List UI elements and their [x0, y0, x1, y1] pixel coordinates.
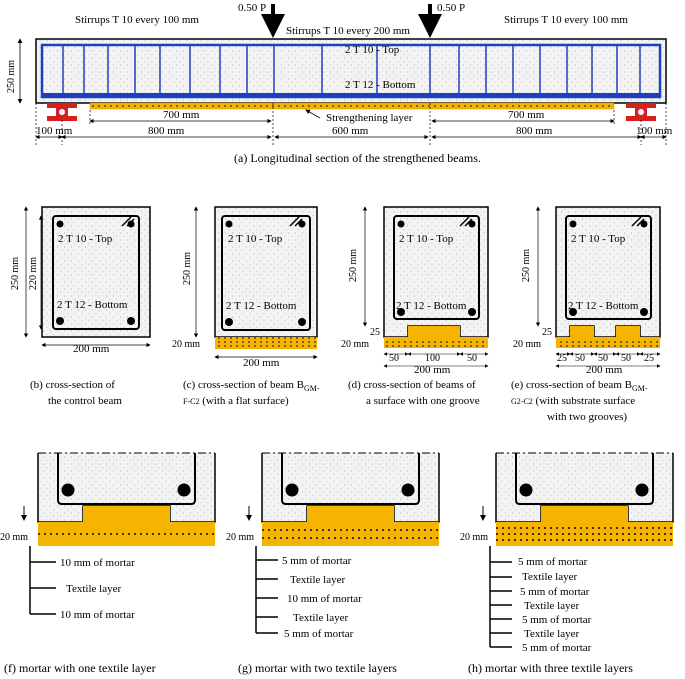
d-g25: 25: [370, 327, 380, 338]
longitudinal-section: 0.50 P 0.50 P Stirrups T 10 every 100 mm…: [6, 2, 673, 165]
h-layer-3: 5 mm of mortar: [520, 586, 590, 598]
d-g100: 100: [425, 353, 440, 364]
d-h20: 20 mm: [341, 339, 369, 350]
section-e: 2 T 10 - Top 2 T 12 - Bottom 250 mm 25 2…: [511, 206, 661, 423]
g-layer-1: 5 mm of mortar: [282, 555, 352, 567]
support-left: [47, 103, 77, 121]
e-g50-c: 50: [621, 353, 631, 364]
section-b: 2 T 10 - Top 2 T 12 - Bottom 250 mm 220 …: [10, 206, 151, 407]
f-layer-2: Textile layer: [66, 583, 121, 595]
height-label: 250 mm: [6, 60, 17, 93]
h-layer-5: 5 mm of mortar: [522, 614, 592, 626]
g-h20: 20 mm: [226, 532, 254, 543]
top-bar-label: 2 T 10 - Top: [345, 44, 400, 56]
d-w200: 200 mm: [414, 364, 451, 376]
caption-b-1: (b) cross-section of: [30, 379, 115, 391]
c-h250: 250 mm: [182, 252, 193, 285]
caption-c-1: (c) cross-section of beam BGM-: [183, 379, 320, 393]
c-h20: 20 mm: [172, 339, 200, 350]
h-layer-4: Textile layer: [524, 600, 579, 612]
dim-100-left: 100 mm: [36, 125, 73, 137]
caption-f: (f) mortar with one textile layer: [4, 661, 156, 675]
d-g50-right: 50: [467, 353, 477, 364]
b-w200: 200 mm: [73, 343, 110, 355]
g-layer-3: 10 mm of mortar: [287, 593, 362, 605]
e-g50-a: 50: [575, 353, 585, 364]
bottom-bar-label: 2 T 12 - Bottom: [345, 79, 416, 91]
bottom-bar-e: 2 T 12 - Bottom: [568, 300, 639, 312]
e-w200: 200 mm: [586, 364, 623, 376]
section-c: 2 T 10 - Top 2 T 12 - Bottom 250 mm 20 m…: [172, 206, 320, 407]
h-h20: 20 mm: [460, 532, 488, 543]
detail-h: 20 mm 5 mm of mortar Textile layer 5 mm …: [460, 452, 674, 675]
d-g50-left: 50: [389, 353, 399, 364]
detail-f: 20 mm 10 mm of mortar Textile layer 10 m…: [0, 452, 216, 675]
g-layer-2: Textile layer: [290, 574, 345, 586]
h-layer-6: Textile layer: [524, 628, 579, 640]
caption-e-2: G2-C2 (with substrate surface: [511, 395, 635, 407]
caption-b-2: the control beam: [48, 395, 122, 407]
e-g25-b: 25: [644, 353, 654, 364]
support-right: [626, 103, 656, 121]
g-layer-4: Textile layer: [293, 612, 348, 624]
dim-800-right: 800 mm: [516, 125, 553, 137]
strengthening-layer: [89, 102, 615, 110]
beam-outline: [35, 38, 667, 104]
f-h20: 20 mm: [0, 532, 28, 543]
bottom-bar-d: 2 T 12 - Bottom: [396, 300, 467, 312]
caption-g: (g) mortar with two textile layers: [238, 661, 397, 675]
h-layer-2: Textile layer: [522, 571, 577, 583]
load-right-label: 0.50 P: [437, 2, 465, 14]
caption-c-2: F-C2 (with a flat surface): [183, 395, 289, 407]
e-g25-a: 25: [557, 353, 567, 364]
b-h220: 220 mm: [28, 257, 39, 290]
stirrups: [62, 45, 641, 97]
top-bar-b: 2 T 10 - Top: [58, 233, 113, 245]
stirrups-left-label: Stirrups T 10 every 100 mm: [75, 14, 199, 26]
stirrups-right-label: Stirrups T 10 every 100 mm: [504, 14, 628, 26]
top-bar-e: 2 T 10 - Top: [571, 233, 626, 245]
e-g50-b: 50: [598, 353, 608, 364]
caption-e-3: with two grooves): [547, 411, 627, 423]
top-bar-c: 2 T 10 - Top: [228, 233, 283, 245]
dim-100-right: 100 mm: [636, 125, 673, 137]
c-w200: 200 mm: [243, 357, 280, 369]
load-left-label: 0.50 P: [238, 2, 266, 14]
f-layer-3: 10 mm of mortar: [60, 609, 135, 621]
caption-e-1: (e) cross-section of beam BGM-: [511, 379, 648, 393]
caption-a: (a) Longitudinal section of the strength…: [234, 151, 481, 165]
e-g25: 25: [542, 327, 552, 338]
bottom-bar-c: 2 T 12 - Bottom: [226, 300, 297, 312]
strengthening-label: Strengthening layer: [326, 112, 413, 124]
g-layer-5: 5 mm of mortar: [284, 628, 354, 640]
d-h250: 250 mm: [348, 249, 359, 282]
e-h20: 20 mm: [513, 339, 541, 350]
b-h250: 250 mm: [10, 257, 21, 290]
f-layer-1: 10 mm of mortar: [60, 557, 135, 569]
dim-600: 600 mm: [332, 125, 369, 137]
top-bar-d: 2 T 10 - Top: [399, 233, 454, 245]
caption-d-2: a surface with one groove: [366, 395, 480, 407]
stirrups-mid-label: Stirrups T 10 every 200 mm: [286, 25, 410, 37]
section-d: 2 T 10 - Top 2 T 12 - Bottom 250 mm 25 2…: [341, 206, 489, 407]
dim-700-left: 700 mm: [163, 109, 200, 121]
dim-800-left: 800 mm: [148, 125, 185, 137]
detail-g: 20 mm 5 mm of mortar Textile layer 10 mm…: [226, 452, 440, 675]
e-h250: 250 mm: [521, 249, 532, 282]
caption-h: (h) mortar with three textile layers: [468, 661, 633, 675]
bottom-bar-b: 2 T 12 - Bottom: [57, 299, 128, 311]
dim-700-right: 700 mm: [508, 109, 545, 121]
h-layer-7: 5 mm of mortar: [522, 642, 592, 654]
caption-d-1: (d) cross-section of beams of: [348, 379, 476, 391]
h-layer-1: 5 mm of mortar: [518, 556, 588, 568]
